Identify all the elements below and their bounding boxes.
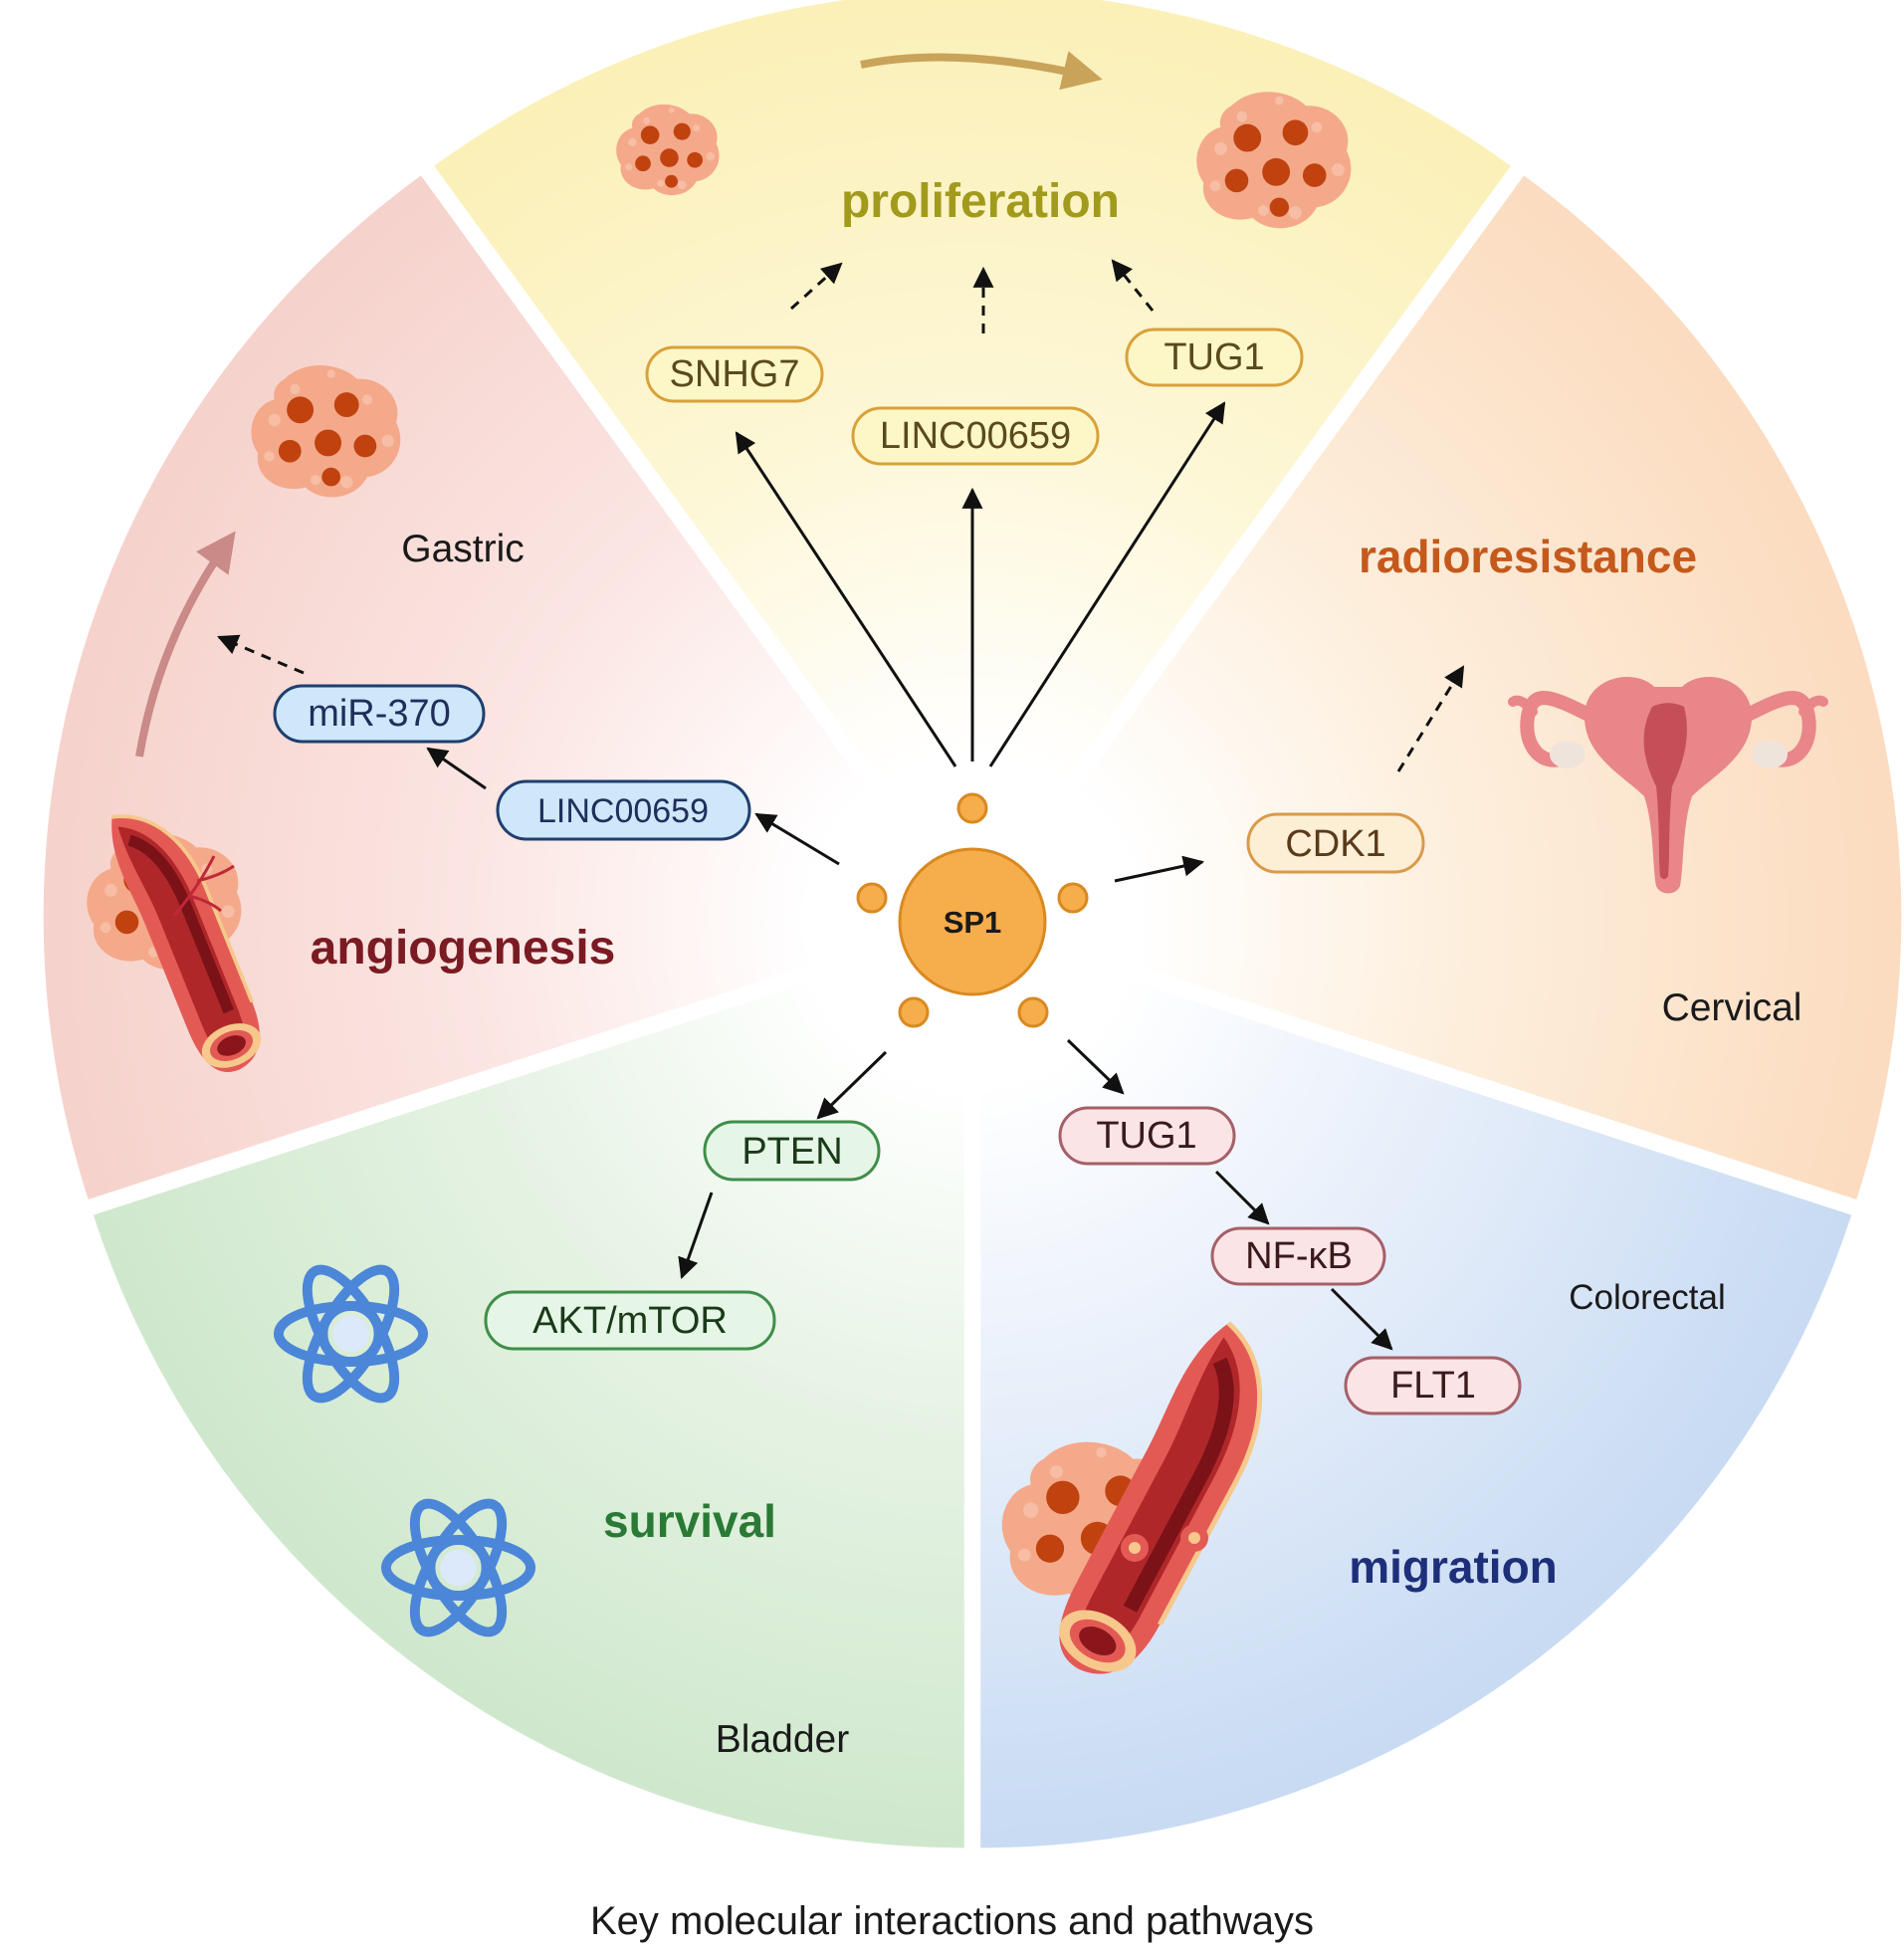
uterus-icon bbox=[1508, 677, 1828, 894]
node-tug1-migration: TUG1 bbox=[1058, 1106, 1236, 1166]
survival-title: survival bbox=[603, 1495, 776, 1547]
sp1-hub: SP1 bbox=[856, 792, 1089, 1028]
cancer-label-bladder: Bladder bbox=[716, 1718, 849, 1761]
node-flt1: FLT1 bbox=[1344, 1356, 1522, 1415]
svg-text:PTEN: PTEN bbox=[741, 1131, 842, 1173]
sector-radioresistance bbox=[985, 175, 1902, 1199]
svg-text:miR-370: miR-370 bbox=[308, 693, 451, 735]
node-linc00659-angio: LINC00659 bbox=[496, 779, 751, 841]
svg-text:FLT1: FLT1 bbox=[1390, 1365, 1476, 1407]
svg-text:CDK1: CDK1 bbox=[1285, 823, 1385, 865]
svg-text:TUG1: TUG1 bbox=[1096, 1115, 1196, 1157]
svg-text:LINC00659: LINC00659 bbox=[880, 415, 1071, 457]
figure-caption: Key molecular interactions and pathways bbox=[589, 1899, 1315, 1943]
radioresistance-title: radioresistance bbox=[1359, 531, 1697, 582]
satellite-dots bbox=[856, 792, 1089, 1028]
node-pten: PTEN bbox=[703, 1120, 881, 1182]
cancer-label-gastric: Gastric bbox=[401, 528, 525, 570]
svg-text:NF-κB: NF-κB bbox=[1245, 1235, 1353, 1277]
node-cdk1: CDK1 bbox=[1246, 812, 1425, 874]
vessel-branches bbox=[172, 855, 235, 917]
cancer-label-colorectal: Colorectal bbox=[1569, 1278, 1726, 1317]
node-snhg7: SNHG7 bbox=[645, 345, 824, 403]
growth-arrow-icon bbox=[860, 51, 1103, 91]
node-tug1-prolif: TUG1 bbox=[1125, 327, 1304, 387]
svg-text:TUG1: TUG1 bbox=[1164, 336, 1264, 378]
node-akt-mtor: AKT/mTOR bbox=[484, 1290, 776, 1351]
svg-text:LINC00659: LINC00659 bbox=[537, 792, 709, 830]
cancer-label-cervical: Cervical bbox=[1662, 986, 1802, 1029]
sp1-label: SP1 bbox=[944, 905, 1002, 940]
migration-title: migration bbox=[1349, 1541, 1558, 1593]
node-linc00659-prolif: LINC00659 bbox=[851, 406, 1100, 466]
growth-arrow-icon bbox=[135, 531, 236, 758]
svg-text:AKT/mTOR: AKT/mTOR bbox=[532, 1300, 728, 1342]
proliferation-title: proliferation bbox=[841, 175, 1120, 228]
angiogenesis-title: angiogenesis bbox=[311, 922, 616, 975]
node-nfkb: NF-κB bbox=[1210, 1226, 1386, 1286]
node-mir370: miR-370 bbox=[273, 684, 486, 744]
svg-text:SNHG7: SNHG7 bbox=[670, 353, 800, 395]
